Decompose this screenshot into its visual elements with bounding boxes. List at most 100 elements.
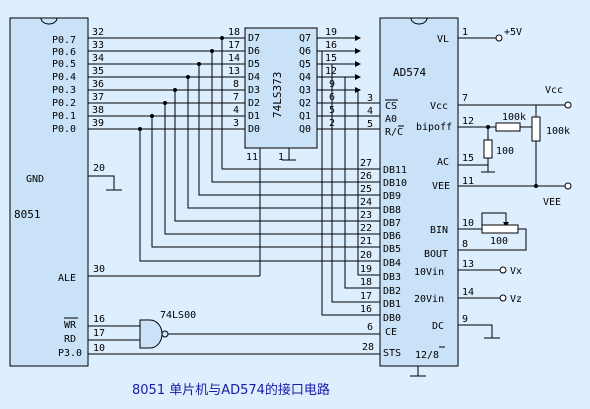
pin-22: 22 [360,223,372,234]
ext-vee-label: VEE [543,197,561,208]
db2-label: DB2 [383,286,401,297]
pin-24: 24 [360,197,372,208]
port-label-p02: P0.2 [52,98,76,109]
pin-7: 7 [233,92,239,103]
port-label-p06: P0.6 [52,47,76,58]
d6-label: D6 [248,46,260,57]
gnd-8051-wire: 20 [88,163,122,191]
ac-label: AC [437,157,449,168]
pin-cs-3: 3 [367,93,373,104]
pin-6-ce: 6 [367,322,373,333]
pin-10-p30: 10 [93,343,105,354]
chip-8051-name: 8051 [14,208,41,221]
ad574-control-pins: 3 4 5 [367,93,373,130]
pin-32: 32 [92,27,104,38]
vin20-label: 20Vin [414,294,444,305]
reference-network: 7 Vcc 12 100k 100k 100 15 11 VEE [458,85,572,208]
ale-wire: 30 [88,264,261,277]
port-label-p07: P0.7 [52,35,76,46]
ale-label: ALE [58,273,76,284]
pin-14: 14 [228,53,240,64]
pin-3: 3 [233,118,239,129]
pin-9-dc: 9 [462,314,468,325]
gnd-label: GND [26,174,44,185]
db10-label: DB10 [383,178,407,189]
pin-15: 15 [325,53,337,64]
pin-28-sts: 28 [362,342,374,353]
wr-rd-wires: 16 17 10 6 28 [88,314,380,355]
pin-a0-4: 4 [367,106,373,117]
vin10-label: 10Vin [414,267,444,278]
data-bus-wires [138,36,380,316]
pin-8: 8 [233,79,239,90]
r4-label: 100 [490,236,508,247]
db9-label: DB9 [383,191,401,202]
mode-label: 12/8 [415,350,439,361]
pin-16: 16 [325,40,337,51]
bin-bout-network: 10 100 8 [458,212,527,251]
vee-label: VEE [432,181,450,192]
nand-gate-bubble [161,330,169,338]
port-bus-wires [88,37,245,130]
pin-19: 19 [325,27,337,38]
db5-label: DB5 [383,244,401,255]
r3-label: 100 [496,146,514,157]
a0-label: A0 [385,114,397,125]
q2-label: Q2 [299,98,311,109]
chip-ad574-name: AD574 [393,66,426,79]
ce-label: CE [385,327,397,338]
d3-label: D3 [248,85,260,96]
db6-label: DB6 [383,231,401,242]
port-label-p04: P0.4 [52,72,76,83]
pin-16-db0: 16 [360,304,372,315]
pin-30: 30 [93,264,105,275]
wr-label: WR [64,320,77,331]
dc-ground: 9 [458,314,500,339]
chip-8051-notch [40,17,58,25]
d2-label: D2 [248,98,260,109]
pin-rc-5: 5 [367,119,373,130]
pin-39: 39 [92,118,104,129]
port-label-p01: P0.1 [52,111,76,122]
chip-ad574-notch [410,17,428,25]
mode-ground [410,366,426,377]
pin-35: 35 [92,66,104,77]
analog-inputs: 13 Vx 14 Vz [458,259,522,305]
port-label-p03: P0.3 [52,85,76,96]
potentiometer-100 [481,224,519,234]
pin-13-vin10: 13 [462,259,474,270]
pin-18-db2: 18 [360,277,372,288]
bin-label: BIN [430,225,448,236]
resistor-100 [483,139,493,159]
data-bus-pin-numbers: 27 26 25 24 23 22 21 20 19 18 17 16 [360,158,372,315]
chip-ad574: AD574 VL CS A0 R/C Vcc bipoff AC VEE DB1… [379,17,459,367]
gate-74ls00: 74LS00 [139,310,196,349]
p0-pin-numbers: 32 33 34 35 36 37 38 39 [92,27,104,129]
pin-1-vl: 1 [462,27,468,38]
d4-label: D4 [248,72,260,83]
d5-label: D5 [248,59,260,70]
pin-36: 36 [92,79,104,90]
resistor-100k-series [495,122,521,132]
pin-16-wr: 16 [93,314,105,325]
vz-label: Vz [510,294,522,305]
pin-11: 11 [246,152,258,163]
cs-label: CS [385,101,397,112]
d1-label: D1 [248,111,260,122]
sts-label: STS [383,348,401,359]
pin-33: 33 [92,40,104,51]
q6-label: Q6 [299,46,311,57]
pin-21: 21 [360,236,372,247]
pin-11-vee: 11 [462,176,474,187]
q1-label: Q1 [299,111,311,122]
dc-label: DC [432,321,444,332]
bipoff-label: bipoff [416,122,452,133]
supply-5v-label: +5V [504,27,522,38]
db8-label: DB8 [383,205,401,216]
q7-label: Q7 [299,33,311,44]
nand-gate-body [139,319,163,349]
vx-label: Vx [510,266,522,277]
chip-ad574-body [379,17,459,367]
pin-17-rd: 17 [93,328,105,339]
